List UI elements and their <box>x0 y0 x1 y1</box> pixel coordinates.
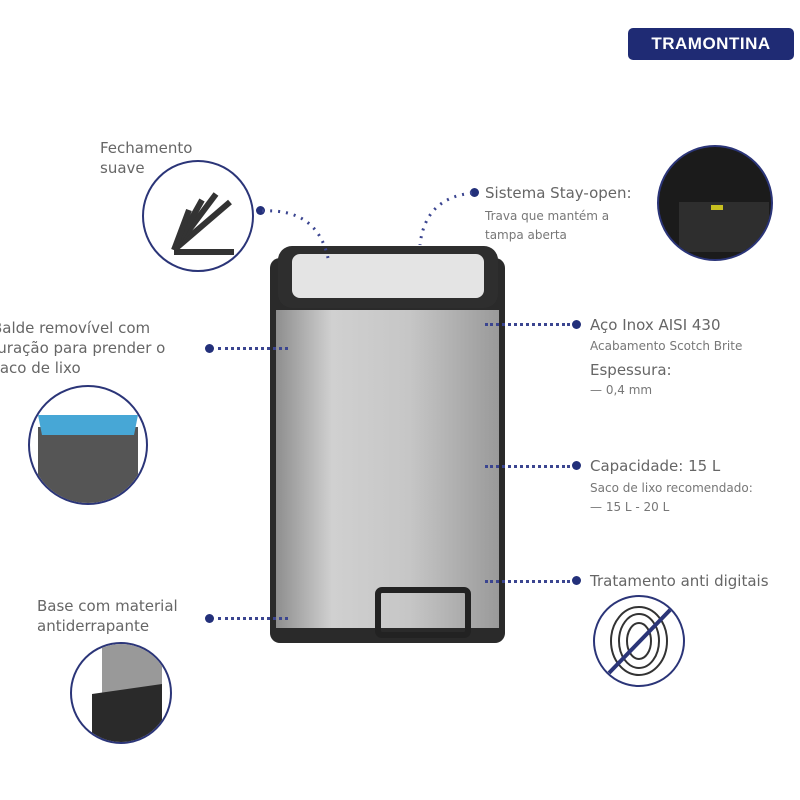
capacity-title: Capacidade: 15 L <box>590 457 721 475</box>
stay-open-desc2: tampa aberta <box>485 228 567 242</box>
steel-finish: Acabamento Scotch Brite <box>590 339 743 353</box>
bucket-dot <box>205 344 214 353</box>
base-label: Base com material antiderrapante <box>37 596 178 636</box>
steel-title: Aço Inox AISI 430 <box>590 316 721 334</box>
capacity-leader <box>485 465 570 468</box>
bucket-line2: furação para prender o <box>0 339 166 357</box>
soft-close-line1: Fechamento <box>100 139 193 157</box>
antifinger-leader <box>485 580 570 583</box>
trash-bin-image <box>270 246 505 643</box>
bucket-line1: Balde removível com <box>0 319 151 337</box>
steel-dot <box>572 320 581 329</box>
bucket-line3: saco de lixo <box>0 359 81 377</box>
base-dot <box>205 614 214 623</box>
fingerprint-icon <box>593 595 685 687</box>
bucket-leader <box>218 347 288 350</box>
steel-leader <box>485 323 570 326</box>
base-circle-image <box>70 642 172 744</box>
antifinger-dot <box>572 576 581 585</box>
capacity-dot <box>572 461 581 470</box>
capacity-bag-label: Saco de lixo recomendado: <box>590 481 753 495</box>
bucket-circle-image <box>28 385 148 505</box>
soft-close-label: Fechamento suave <box>100 138 192 178</box>
soft-close-dot <box>256 206 265 215</box>
stay-open-desc: Trava que mantém a tampa aberta <box>485 207 609 245</box>
base-line2: antiderrapante <box>37 617 150 635</box>
stay-open-circle-image <box>657 145 773 261</box>
base-line1: Base com material <box>37 597 178 615</box>
soft-close-circle-image <box>142 160 254 272</box>
stay-open-dot <box>470 188 479 197</box>
brand-logo: TRAMONTINA <box>628 28 794 60</box>
capacity-bag: — 15 L - 20 L <box>590 500 670 514</box>
bucket-label: Balde removível com furação para prender … <box>0 318 165 378</box>
stay-open-title: Sistema Stay-open: <box>485 184 632 202</box>
antifinger-title: Tratamento anti digitais <box>590 572 769 590</box>
steel-thickness-label: Espessura: <box>590 361 672 379</box>
stay-open-desc1: Trava que mantém a <box>485 209 610 223</box>
soft-close-line2: suave <box>100 159 145 177</box>
steel-thickness: — 0,4 mm <box>590 383 653 397</box>
base-leader <box>218 617 288 620</box>
